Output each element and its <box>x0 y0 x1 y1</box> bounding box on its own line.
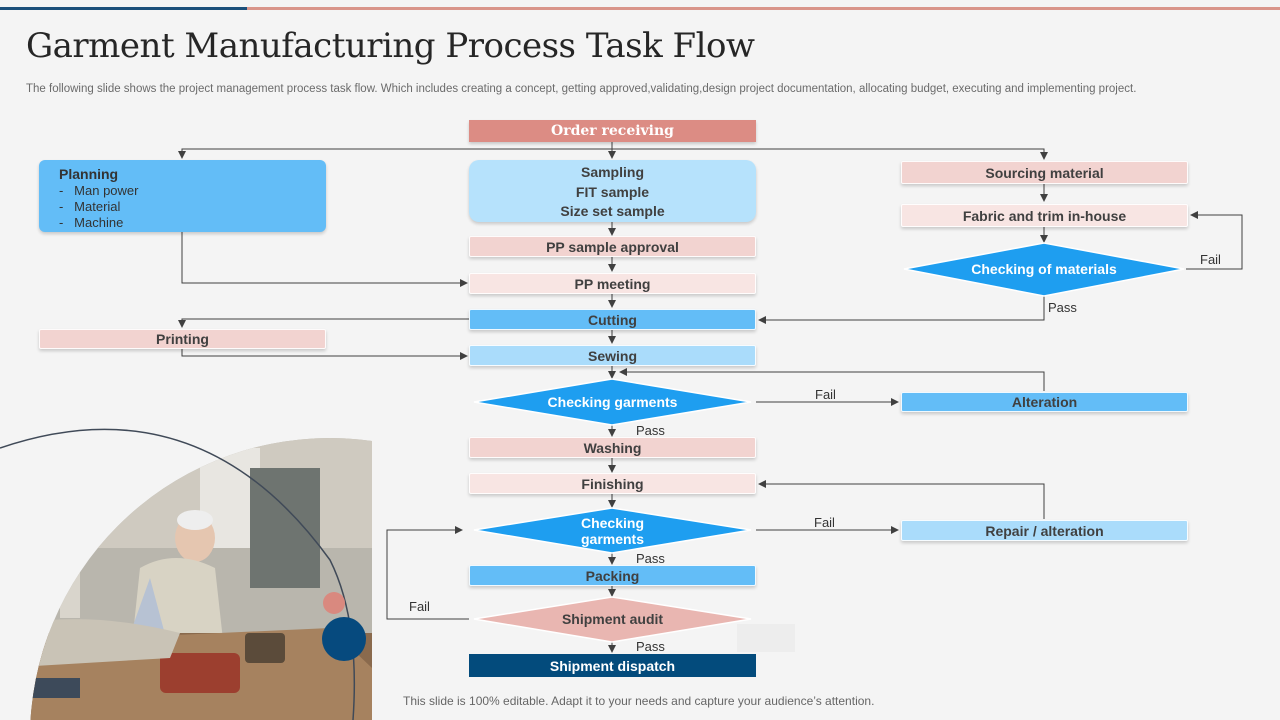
packing-box[interactable]: Packing <box>469 565 756 586</box>
fail-label-garments-2: Fail <box>814 515 835 530</box>
repair-alteration-box[interactable]: Repair / alteration <box>901 520 1188 541</box>
connector-checkmat-fail <box>1186 211 1243 270</box>
pp-meeting-box[interactable]: PP meeting <box>469 273 756 294</box>
printing-box[interactable]: Printing <box>39 329 326 349</box>
connector-printing-sewing <box>181 349 468 360</box>
checking-garments-1-diamond <box>473 378 752 426</box>
fail-label-materials: Fail <box>1200 252 1221 267</box>
connector-repair-finishing <box>758 480 1045 519</box>
sampling-line: Size set sample <box>560 203 665 219</box>
shipment-audit-label[interactable]: Shipment audit <box>561 611 664 627</box>
sampling-box[interactable]: Sampling FIT sample Size set sample <box>469 160 756 222</box>
finishing-box[interactable]: Finishing <box>469 473 756 494</box>
connector-order-branch <box>181 148 1045 158</box>
checking-garments-2-label[interactable]: Checking garments <box>474 514 751 548</box>
alteration-box[interactable]: Alteration <box>901 392 1188 412</box>
checking-materials-label[interactable]: Checking of materials <box>971 261 1117 277</box>
planning-item: - Material <box>59 199 121 214</box>
decorative-circle-large <box>322 617 366 661</box>
connector-alteration-back <box>619 368 1045 391</box>
pass-label-garments-2: Pass <box>636 551 665 566</box>
checking-materials-diamond <box>903 242 1185 297</box>
connector-checkmat-cutting <box>758 296 1045 324</box>
washing-box[interactable]: Washing <box>469 437 756 458</box>
planning-item: - Machine <box>59 215 124 230</box>
top-accent-bar-salmon <box>247 7 1280 10</box>
footer-note: This slide is 100% editable. Adapt it to… <box>403 694 875 708</box>
shipment-audit-diamond <box>473 596 752 643</box>
pp-sample-approval-box[interactable]: PP sample approval <box>469 236 756 257</box>
decorative-arc <box>0 428 356 720</box>
planning-box[interactable]: Planning - Man power - Material - Machin… <box>39 160 326 232</box>
sewing-box[interactable]: Sewing <box>469 345 756 366</box>
fabric-trim-box[interactable]: Fabric and trim in-house <box>901 204 1188 227</box>
planning-heading: Planning <box>59 166 119 182</box>
connector-cutting-printing <box>178 318 469 328</box>
connector-audit-fail <box>386 526 469 620</box>
fail-label-audit: Fail <box>409 599 430 614</box>
connector-planning-meeting <box>181 232 468 287</box>
tailor-photo <box>0 428 372 720</box>
sampling-line: Sampling <box>580 164 644 180</box>
page-subtitle: The following slide shows the project ma… <box>26 83 1137 95</box>
checking-garments-1-label[interactable]: Checking garments <box>547 394 678 410</box>
order-receiving-box[interactable]: Order receiving <box>469 120 756 142</box>
pass-label-materials: Pass <box>1048 300 1077 315</box>
checking-garments-2-line: garments <box>580 531 645 547</box>
cutting-box[interactable]: Cutting <box>469 309 756 330</box>
shipment-dispatch-box[interactable]: Shipment dispatch <box>469 654 756 677</box>
top-accent-bar-navy <box>0 7 247 10</box>
pass-label-garments-1: Pass <box>636 423 665 438</box>
checking-garments-2-diamond <box>473 507 752 554</box>
sampling-line: FIT sample <box>575 183 650 200</box>
checking-garments-2-line: Checking <box>580 515 644 531</box>
sourcing-material-box[interactable]: Sourcing material <box>901 161 1188 184</box>
planning-item: - Man power <box>59 183 139 198</box>
placeholder-patch <box>737 624 795 652</box>
pass-label-audit: Pass <box>636 639 665 654</box>
fail-label-garments-1: Fail <box>815 387 836 402</box>
decorative-circle-small <box>323 592 345 614</box>
page-title: Garment Manufacturing Process Task Flow <box>26 26 755 66</box>
